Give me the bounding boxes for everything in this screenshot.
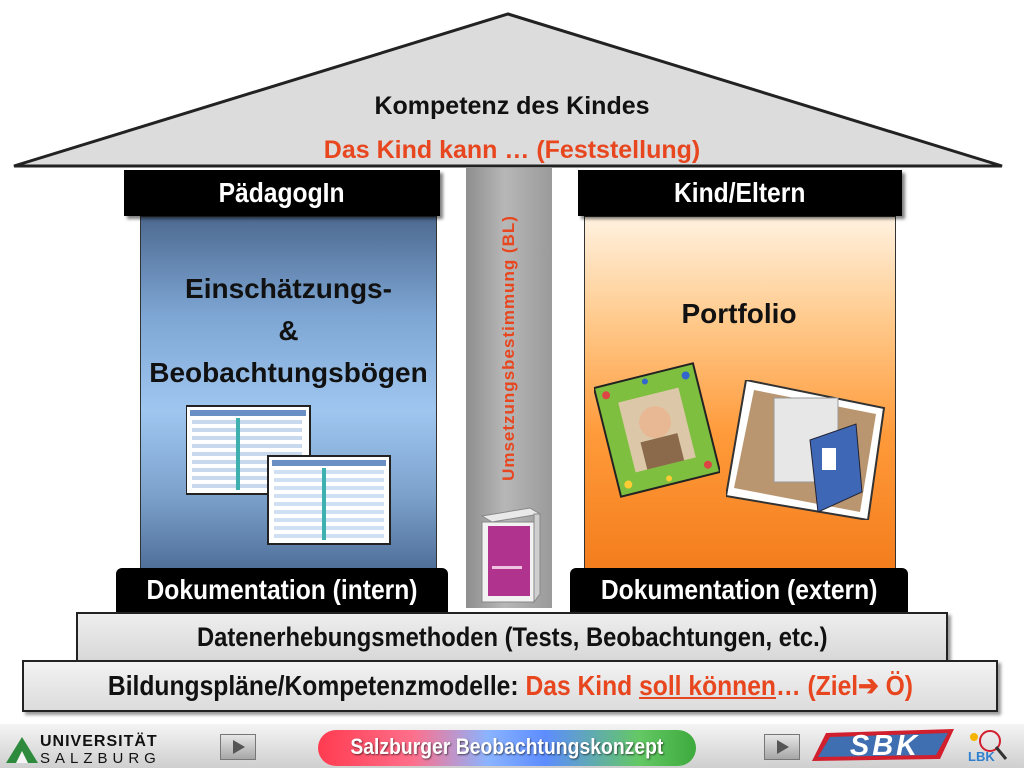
goal-text-a: Das Kind [524, 670, 632, 701]
university-name-line1: UNIVERSITÄT [40, 733, 158, 750]
lbk-logo: LBK [962, 727, 1018, 772]
roof-title: Kompetenz des Kindes [374, 92, 650, 120]
data-collection-step: Datenerhebungsmethoden (Tests, Beobachtu… [76, 612, 948, 662]
education-plans-text: Bildungspläne/Kompetenzmodelle: [107, 670, 519, 701]
play-left-icon [233, 740, 245, 754]
left-column-title: Einschätzungs- & Beobachtungsbögen [140, 268, 437, 394]
observation-sheets-image [186, 405, 391, 545]
data-collection-label: Datenerhebungsmethoden (Tests, Beobachtu… [196, 622, 828, 652]
software-box-image [480, 507, 542, 604]
lbk-logo-graphic [970, 730, 1008, 760]
arrow-right-icon: ➔ [857, 670, 879, 701]
education-plans-step: Bildungspläne/Kompetenzmodelle: Das Kind… [22, 660, 998, 712]
left-title-line2: & [278, 315, 299, 346]
left-title-line3: Beobachtungsbögen [149, 357, 428, 388]
footer-title-band [318, 730, 696, 766]
sbk-logo-text: SBK [849, 730, 921, 762]
left-header-label: PädagogIn [219, 177, 345, 208]
prev-slide-button[interactable] [220, 734, 256, 760]
doc-extern-label: Dokumentation (extern) [600, 574, 878, 605]
university-name-line2: SALZBURG [40, 750, 161, 767]
right-header-label: Kind/Eltern [674, 177, 806, 208]
lbk-logo-text: LBK [968, 749, 995, 764]
sbk-logo: SBK [808, 727, 956, 770]
middle-pillar-label: Umsetzungsbestimmung (BL) [499, 215, 518, 481]
right-header: Kind/Eltern [578, 170, 902, 216]
left-title-line1: Einschätzungs- [185, 273, 392, 304]
university-emblem-icon [6, 737, 38, 763]
child-photo-frame-image [594, 362, 720, 498]
sbk-logo-graphic [812, 729, 954, 761]
roof-subtitle: Das Kind kann … (Feststellung) [323, 136, 701, 164]
portfolio-binders-image [726, 380, 886, 520]
goal-text-c: Ö) [878, 670, 913, 701]
right-column-title: Portfolio [681, 298, 797, 329]
doc-extern-box: Dokumentation (extern) [570, 568, 908, 612]
left-header: PädagogIn [124, 170, 440, 216]
play-right-icon [777, 740, 789, 754]
footer-title: Salzburger Beobachtungskonzept [318, 734, 696, 760]
next-slide-button[interactable] [764, 734, 800, 760]
doc-intern-box: Dokumentation (intern) [116, 568, 448, 612]
roof [13, 12, 1003, 168]
education-plans-label: Bildungspläne/Kompetenzmodelle: Das Kind… [107, 662, 912, 710]
doc-intern-label: Dokumentation (intern) [146, 574, 418, 605]
footer-title-text: Salzburger Beobachtungskonzept [350, 734, 664, 759]
goal-text-b: … (Ziel [775, 670, 858, 701]
goal-text-underlined: soll können [638, 670, 776, 701]
